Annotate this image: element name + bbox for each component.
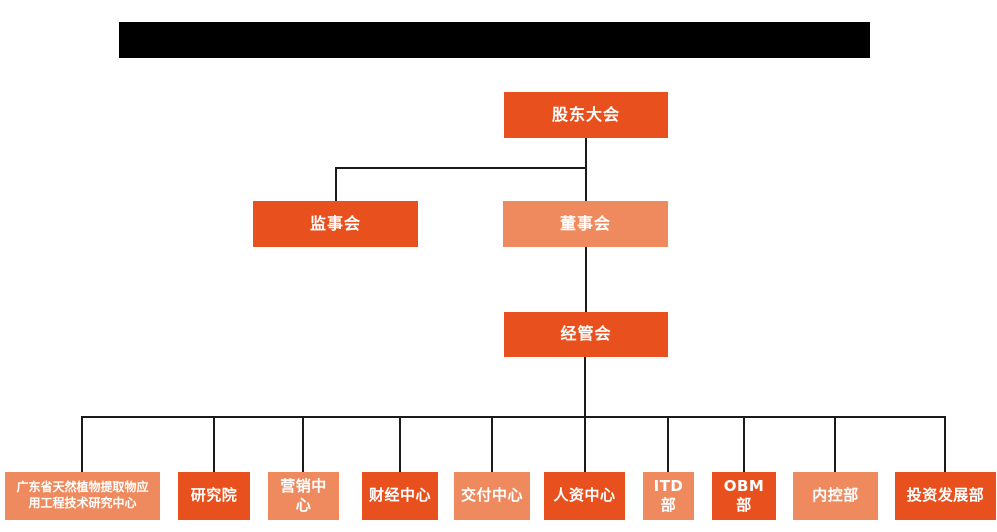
connector-drop-dept-4: [399, 416, 401, 472]
node-dept-obm: OBM部: [712, 472, 776, 520]
connector-drop-dept-8: [743, 416, 745, 472]
node-dept-internal-control: 内控部: [793, 472, 878, 520]
node-supervisory-board: 监事会: [253, 201, 418, 247]
node-dept-delivery-center: 交付中心: [454, 472, 530, 520]
node-dept-hr-center: 人资中心: [544, 472, 625, 520]
node-board-of-directors: 董事会: [503, 201, 668, 247]
node-shareholders-meeting: 股东大会: [504, 92, 668, 138]
redacted-title-bar: [119, 22, 870, 58]
connector-drop-dept-3: [302, 416, 304, 472]
node-dept-research-institute: 研究院: [178, 472, 250, 520]
connector-to-supervisory: [335, 167, 337, 201]
connector-board-to-management: [585, 247, 587, 312]
connector-drop-dept-9: [834, 416, 836, 472]
node-dept-marketing-center: 营销中心: [268, 472, 339, 520]
node-management-committee: 经管会: [504, 312, 668, 357]
connector-drop-dept-5: [491, 416, 493, 472]
connector-drop-dept-10: [944, 416, 946, 472]
node-dept-finance-center: 财经中心: [362, 472, 438, 520]
node-dept-investment-development: 投资发展部: [895, 472, 996, 520]
node-dept-research-center: 广东省天然植物提取物应用工程技术研究中心: [5, 472, 160, 520]
connector-drop-dept-2: [213, 416, 215, 472]
connector-management-to-departments: [584, 357, 586, 472]
connector-drop-dept-7: [667, 416, 669, 472]
node-dept-itd: ITD部: [643, 472, 694, 520]
connector-root-to-board: [585, 138, 587, 201]
connector-departments-horizontal: [81, 416, 946, 418]
connector-branch-horizontal: [335, 167, 587, 169]
connector-drop-dept-1: [81, 416, 83, 472]
